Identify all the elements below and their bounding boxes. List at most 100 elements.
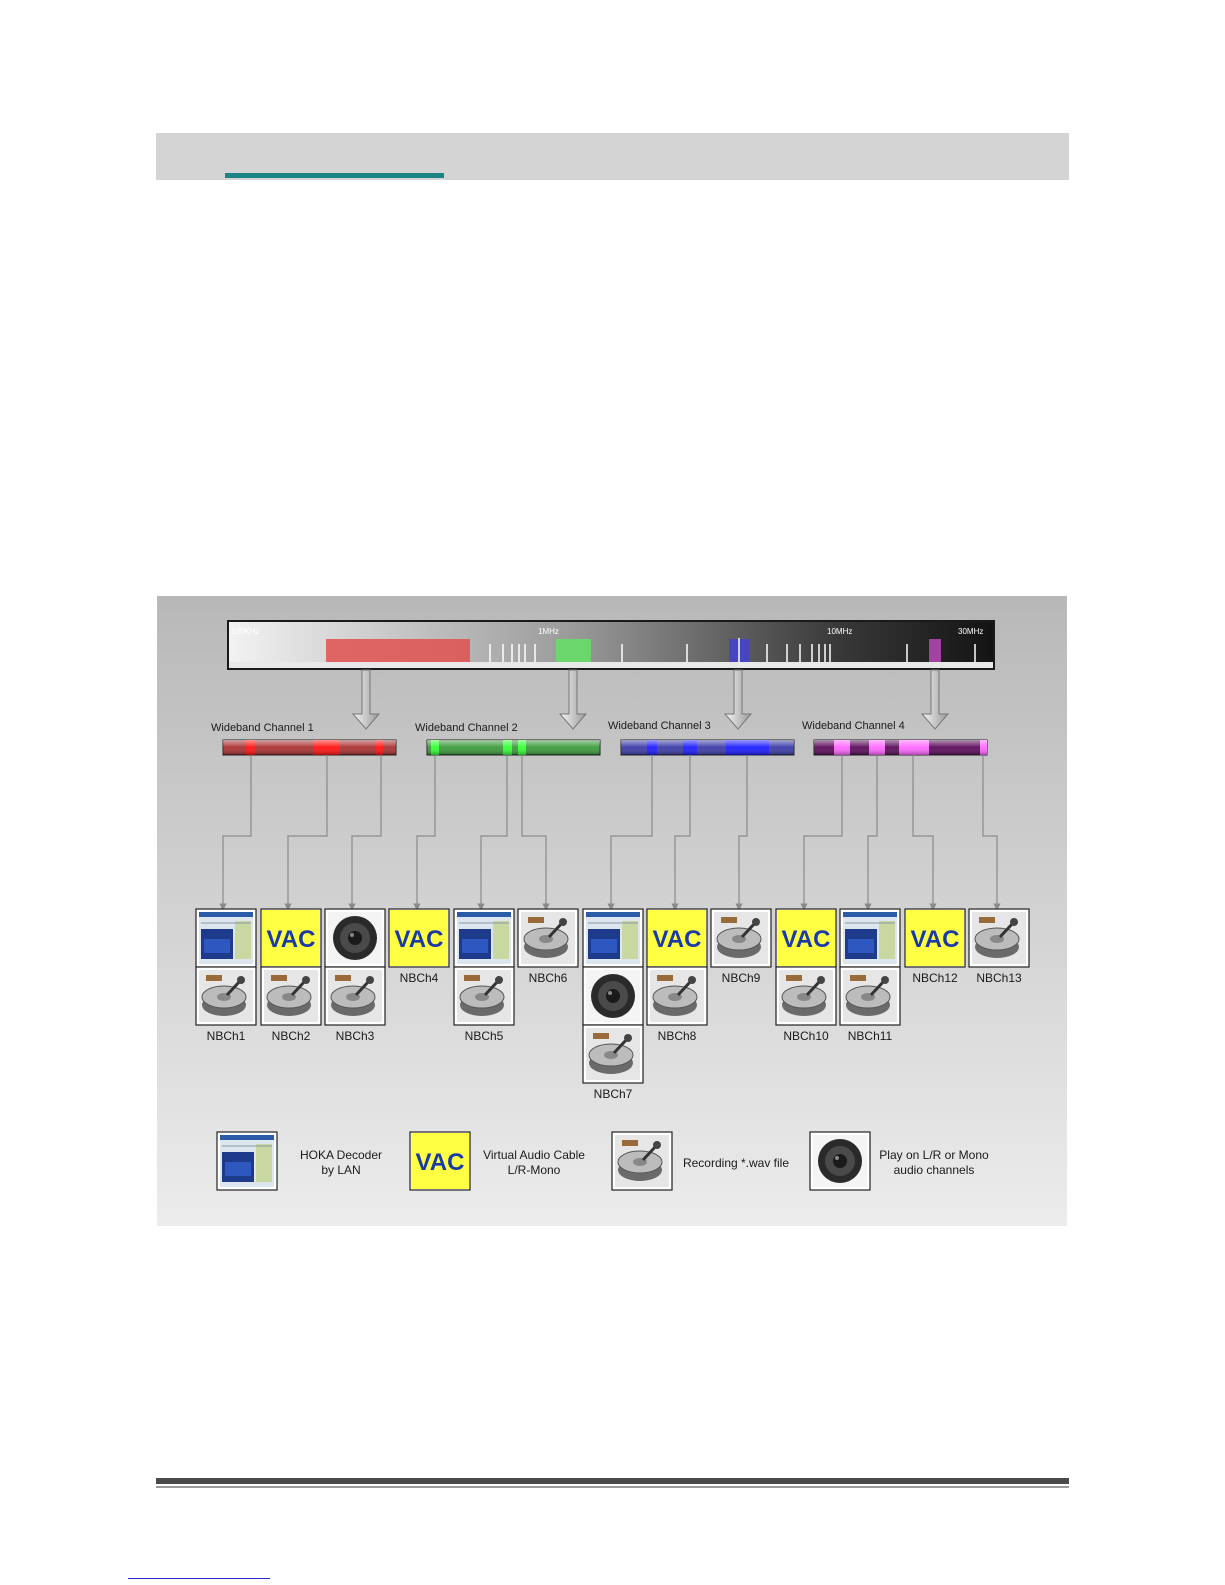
narrowband-channel-8: VAC NBCh8 <box>646 908 708 1043</box>
wideband-channel-1-bar <box>222 739 397 756</box>
narrowband-channel-label: NBCh9 <box>722 971 761 985</box>
wideband-channel-3-label: Wideband Channel 3 <box>608 720 711 732</box>
narrowband-channel-7: NBCh7 <box>582 908 644 1101</box>
narrowband-channel-label: NBCh12 <box>912 971 958 985</box>
speaker-icon <box>324 908 386 968</box>
down-arrow-icon <box>920 669 950 730</box>
scale-label-100khz: 100KHz <box>231 627 259 636</box>
hard-drive-icon <box>611 1131 673 1191</box>
wideband-channel-2-label: Wideband Channel 2 <box>415 722 518 734</box>
footer-rule <box>156 1478 1069 1484</box>
narrowband-channel-label: NBCh6 <box>529 971 568 985</box>
hard-drive-icon <box>324 966 386 1026</box>
hard-drive-icon <box>195 966 257 1026</box>
narrowband-channel-label: NBCh4 <box>400 971 439 985</box>
footer-rule-thin <box>156 1486 1069 1488</box>
hoka-decoder-icon <box>839 908 901 968</box>
routing-connectors <box>219 755 1001 911</box>
narrowband-channel-label: NBCh1 <box>207 1029 246 1043</box>
hoka-decoder-icon <box>453 908 515 968</box>
hard-drive-icon <box>453 966 515 1026</box>
svg-text:VAC: VAC <box>416 1149 465 1176</box>
narrowband-channel-label: NBCh2 <box>272 1029 311 1043</box>
narrowband-channel-13: NBCh13 <box>968 908 1030 985</box>
narrowband-channel-2: VAC NBCh2 <box>260 908 322 1043</box>
vac-icon: VAC <box>904 908 966 968</box>
narrowband-channel-label: NBCh7 <box>594 1087 633 1101</box>
legend-label: by LAN <box>321 1163 360 1177</box>
vac-icon: VAC <box>646 908 708 968</box>
scale-label-30mhz: 30MHz <box>958 627 983 636</box>
narrowband-channel-10: VAC NBCh10 <box>775 908 837 1043</box>
vac-icon: VAC <box>409 1131 471 1191</box>
hard-drive-icon <box>517 908 579 968</box>
band-segment-2 <box>556 639 591 662</box>
header-accent-rule <box>225 173 444 178</box>
legend-label: HOKA Decoder <box>300 1148 382 1162</box>
scale-label-10mhz: 10MHz <box>827 627 852 636</box>
channel-routing-diagram: 100KHz 1MHz 10MHz 30MHz Wideband Channel… <box>157 596 1067 1226</box>
narrowband-channel-3: NBCh3 <box>324 908 386 1043</box>
hoka-decoder-icon <box>216 1131 278 1191</box>
wideband-channel-1-label: Wideband Channel 1 <box>211 722 314 734</box>
wideband-channel-2-bar <box>426 739 601 756</box>
hard-drive-icon <box>260 966 322 1026</box>
hard-drive-icon <box>968 908 1030 968</box>
legend-label: L/R-Mono <box>508 1163 561 1177</box>
wideband-channel-3-bar <box>620 739 795 756</box>
hard-drive-icon <box>582 1024 644 1084</box>
hoka-decoder-icon <box>582 908 644 968</box>
down-arrow-icons <box>351 669 950 730</box>
hoka-decoder-icon <box>195 908 257 968</box>
legend-label: Recording *.wav file <box>683 1156 789 1170</box>
narrowband-channel-1: NBCh1 <box>195 908 257 1043</box>
hard-drive-icon <box>646 966 708 1026</box>
narrowband-channel-6: NBCh6 <box>517 908 579 985</box>
narrowband-channel-label: NBCh10 <box>783 1029 829 1043</box>
narrowband-channel-5: NBCh5 <box>453 908 515 1043</box>
down-arrow-icon <box>351 669 381 730</box>
svg-text:VAC: VAC <box>782 926 831 953</box>
hard-drive-icon <box>839 966 901 1026</box>
narrowband-channel-4: VAC NBCh4 <box>388 908 450 985</box>
narrowband-channel-11: NBCh11 <box>839 908 901 1043</box>
down-arrow-icon <box>723 669 753 730</box>
scale-label-1mhz: 1MHz <box>538 627 559 636</box>
signal-markers <box>489 638 976 662</box>
narrowband-channel-12: VAC NBCh12 <box>904 908 966 985</box>
speaker-icon <box>582 966 644 1026</box>
wideband-channel-4-label: Wideband Channel 4 <box>802 720 905 732</box>
legend-label: Play on L/R or Mono <box>879 1148 989 1162</box>
wideband-channel-4-bar <box>813 739 988 756</box>
hard-drive-icon <box>775 966 837 1026</box>
down-arrow-icon <box>558 669 588 730</box>
band-segment-4 <box>929 639 941 662</box>
svg-text:VAC: VAC <box>267 926 316 953</box>
legend-label: Virtual Audio Cable <box>483 1148 585 1162</box>
hard-drive-icon <box>710 908 772 968</box>
vac-icon: VAC <box>260 908 322 968</box>
narrowband-channel-label: NBCh11 <box>848 1029 893 1043</box>
svg-text:VAC: VAC <box>653 926 702 953</box>
vac-icon: VAC <box>775 908 837 968</box>
footer-link-underline <box>128 1578 270 1579</box>
narrowband-channel-label: NBCh13 <box>976 971 1022 985</box>
svg-text:VAC: VAC <box>395 926 444 953</box>
svg-text:VAC: VAC <box>911 926 960 953</box>
vac-icon: VAC <box>388 908 450 968</box>
narrowband-channel-label: NBCh3 <box>336 1029 375 1043</box>
frequency-spectrum-bar: 100KHz 1MHz 10MHz 30MHz <box>227 620 995 670</box>
legend-item-3: Recording *.wav file <box>611 1131 789 1191</box>
narrowband-channel-label: NBCh5 <box>465 1029 504 1043</box>
narrowband-channel-9: NBCh9 <box>710 908 772 985</box>
narrowband-channel-label: NBCh8 <box>658 1029 697 1043</box>
header-band <box>156 133 1069 180</box>
legend-label: audio channels <box>894 1163 975 1177</box>
band-segment-1 <box>326 639 470 662</box>
speaker-icon <box>809 1131 871 1191</box>
